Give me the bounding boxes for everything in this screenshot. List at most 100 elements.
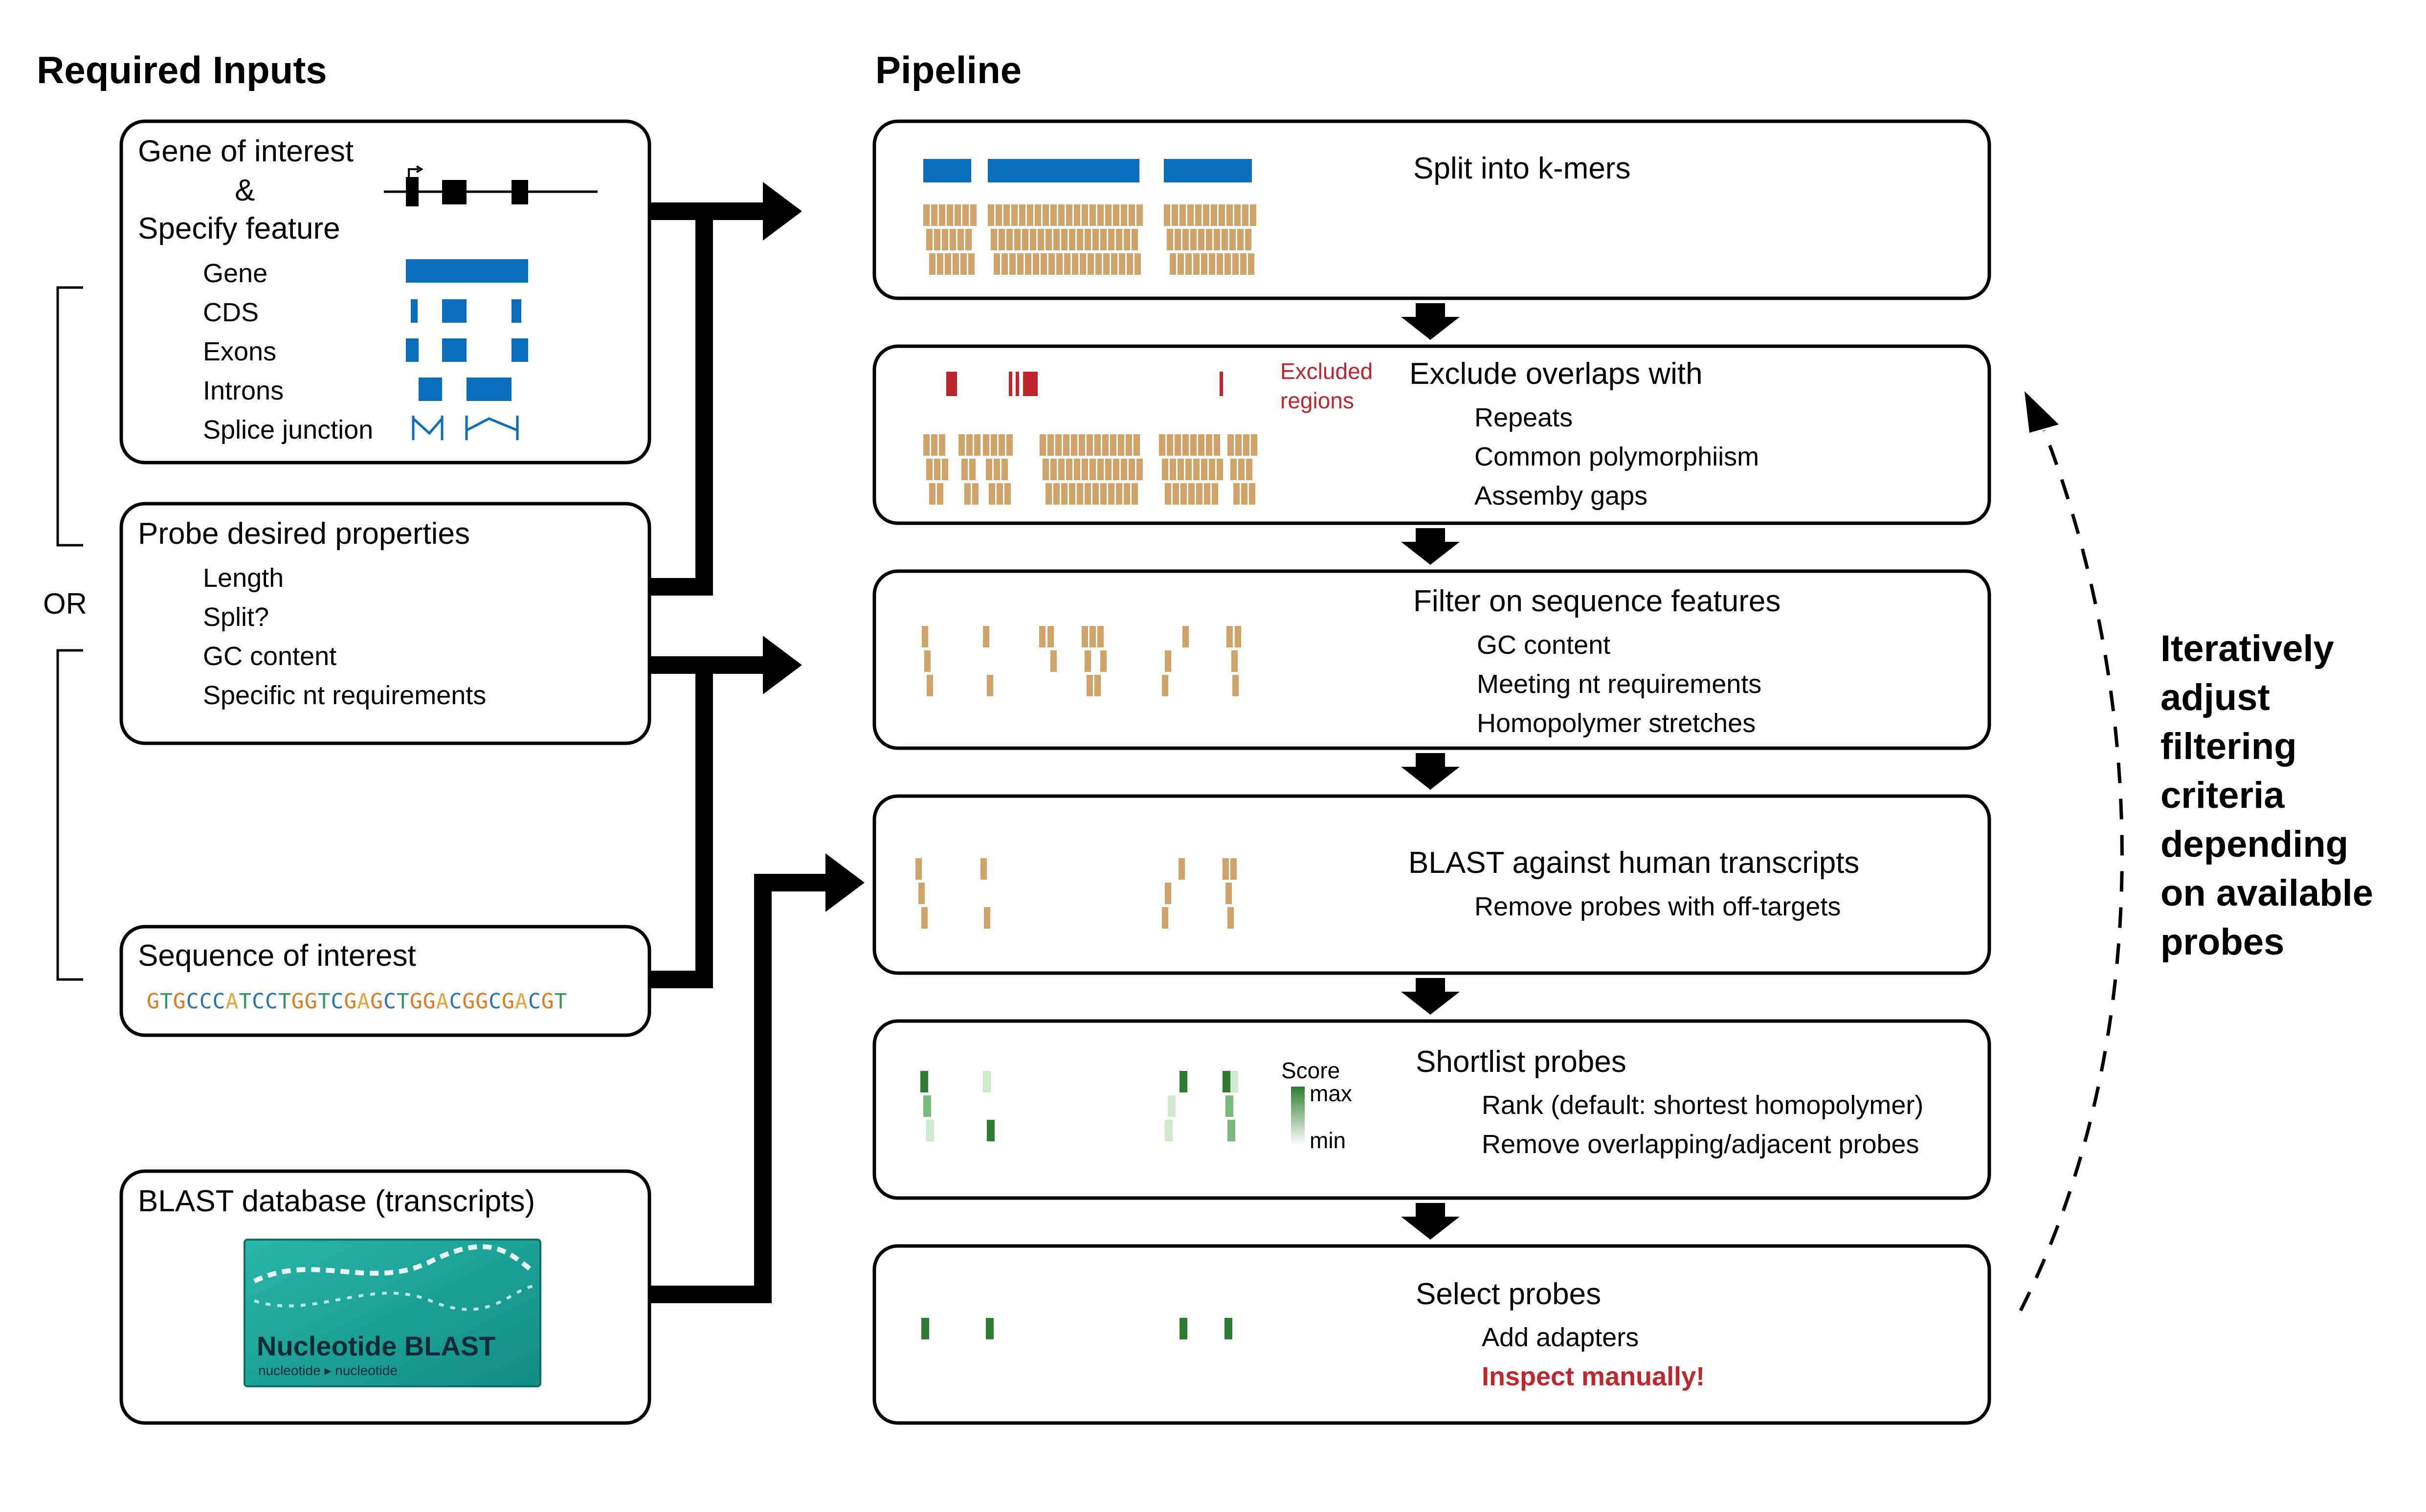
exclude-item-repeats: Repeats bbox=[1474, 403, 1573, 432]
kmer-tick bbox=[1033, 253, 1039, 275]
kmer-tick bbox=[1249, 483, 1255, 505]
kmer-tick bbox=[1170, 459, 1176, 480]
kmer-tick bbox=[1006, 434, 1013, 456]
score-label: Score bbox=[1281, 1058, 1340, 1083]
sequence-base: T bbox=[555, 989, 568, 1014]
kmer-tick bbox=[1019, 204, 1025, 226]
kmer-tick bbox=[1058, 204, 1065, 226]
kmer-tick bbox=[1243, 434, 1249, 456]
kmer-tick bbox=[996, 204, 1002, 226]
blast-db-title: BLAST database (transcripts) bbox=[138, 1184, 535, 1218]
sequence-base: C bbox=[252, 989, 265, 1014]
kmer-tick bbox=[1175, 229, 1181, 250]
kmer-tick bbox=[1077, 229, 1083, 250]
kmer-tick bbox=[934, 459, 940, 480]
kmer-tick bbox=[929, 253, 935, 275]
step-arrows bbox=[1401, 303, 1460, 1240]
sequence-base: T bbox=[397, 989, 410, 1014]
kmer-tick bbox=[1079, 434, 1085, 456]
blast-item-offtargets: Remove probes with off-targets bbox=[1474, 892, 1841, 921]
sequence-base: G bbox=[147, 989, 160, 1014]
kmer-tick bbox=[983, 434, 989, 456]
kmer-tick bbox=[1198, 229, 1204, 250]
sequence-base: C bbox=[383, 989, 397, 1014]
kmer-tick bbox=[1102, 434, 1109, 456]
kmer-tick bbox=[918, 883, 925, 904]
filter-item-nt: Meeting nt requirements bbox=[1477, 669, 1761, 699]
kmer-tick bbox=[1022, 229, 1028, 250]
kmer-tick bbox=[1198, 434, 1204, 456]
filter-title: Filter on sequence features bbox=[1413, 584, 1781, 618]
kmer-tick bbox=[1250, 204, 1256, 226]
kmer-tick bbox=[1061, 483, 1068, 505]
kmer-tick bbox=[1056, 253, 1063, 275]
kmer-tick bbox=[1178, 253, 1184, 275]
sequence-base: A bbox=[357, 989, 370, 1014]
kmer-tick bbox=[1206, 229, 1212, 250]
side-note-line: adjust bbox=[2160, 677, 2270, 718]
kmer-tick bbox=[1179, 858, 1185, 880]
kmer-tick bbox=[1116, 483, 1122, 505]
kmer-tick bbox=[1245, 229, 1251, 250]
sequence-base: G bbox=[305, 989, 318, 1014]
kmer-tick bbox=[1135, 253, 1141, 275]
kmer-tick bbox=[1047, 434, 1054, 456]
sequence-base: G bbox=[370, 989, 383, 1014]
kmer-tick bbox=[1162, 459, 1168, 480]
probe-prop-split: Split? bbox=[203, 602, 269, 632]
kmer-tick bbox=[931, 204, 937, 226]
kmer-tick bbox=[1090, 626, 1096, 647]
sequence-base: C bbox=[186, 989, 200, 1014]
kmer-tick bbox=[1182, 434, 1189, 456]
kmer-tick bbox=[1113, 204, 1119, 226]
kmer-tick bbox=[1080, 253, 1086, 275]
scored-probe-tick bbox=[987, 1120, 995, 1141]
kmer-tick bbox=[1214, 434, 1220, 456]
sequence-base: G bbox=[423, 989, 436, 1014]
kmer-tick bbox=[1055, 434, 1062, 456]
kmer-tick bbox=[1061, 229, 1068, 250]
kmer-tick bbox=[1167, 434, 1173, 456]
kmer-tick bbox=[1242, 204, 1248, 226]
kmer-tick bbox=[1203, 204, 1209, 226]
excluded-label-1: Excluded bbox=[1280, 358, 1373, 384]
kmer-tick bbox=[1165, 650, 1171, 672]
kmer-tick bbox=[1077, 483, 1083, 505]
kmer-tick bbox=[1240, 253, 1246, 275]
kmer-tick bbox=[1047, 626, 1054, 647]
sequence-base: G bbox=[344, 989, 357, 1014]
kmer-tick bbox=[1175, 434, 1181, 456]
kmer-tick bbox=[955, 204, 961, 226]
feature-gene-label: Gene bbox=[203, 259, 267, 288]
kmer-tick bbox=[1225, 883, 1232, 904]
kmer-tick bbox=[1050, 204, 1057, 226]
kmer-tick bbox=[968, 253, 975, 275]
kmer-tick bbox=[921, 907, 928, 929]
kmer-tick bbox=[923, 434, 930, 456]
kmer-tick bbox=[1087, 434, 1093, 456]
kmer-tick bbox=[1132, 483, 1138, 505]
kmer-tick bbox=[1132, 229, 1138, 250]
kmer-tick bbox=[1182, 626, 1189, 647]
exclude-item-polymorphism: Common polymorphiism bbox=[1474, 442, 1759, 471]
step-shortlist-box bbox=[872, 1019, 1991, 1200]
kmer-tick bbox=[999, 434, 1005, 456]
filter-item-homopolymer: Homopolymer stretches bbox=[1477, 709, 1756, 738]
kmer-tick bbox=[927, 675, 933, 696]
gene-box-amp: & bbox=[235, 174, 255, 207]
excluded-label-2: regions bbox=[1280, 388, 1354, 413]
kmer-tick bbox=[1136, 204, 1143, 226]
probe-properties-box bbox=[119, 502, 651, 745]
sequence-base: G bbox=[410, 989, 423, 1014]
kmer-tick bbox=[983, 626, 989, 647]
kmer-tick bbox=[1085, 229, 1091, 250]
kmer-tick bbox=[1235, 434, 1242, 456]
sequence-base: C bbox=[212, 989, 225, 1014]
select-warning: Inspect manually! bbox=[1482, 1362, 1705, 1391]
kmer-tick bbox=[1066, 459, 1072, 480]
kmer-tick bbox=[1097, 204, 1104, 226]
step-split-box bbox=[872, 119, 1991, 300]
kmer-tick bbox=[1214, 229, 1220, 250]
kmer-tick bbox=[966, 434, 973, 456]
feature-splice-junction-icon bbox=[412, 416, 519, 440]
